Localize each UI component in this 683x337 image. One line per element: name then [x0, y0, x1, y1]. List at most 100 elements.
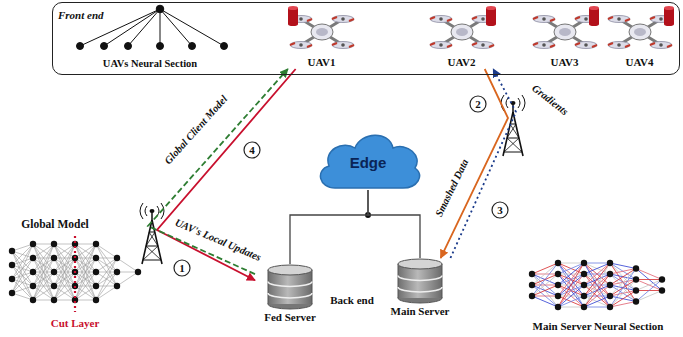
network-link: [558, 296, 584, 307]
drone-figure-part: [439, 43, 443, 47]
database-figure: [268, 265, 312, 309]
drone-figure-part: [617, 43, 621, 47]
drone-figure-part: [650, 42, 672, 49]
network-link: [33, 244, 54, 258]
uav-node-part: [530, 5, 600, 55]
edge-label: Global Client Model: [162, 93, 230, 166]
callout-circles-part: [470, 96, 486, 112]
drone-figure-part: [332, 43, 354, 47]
database-figure-part: [268, 270, 269, 304]
drone-figure-part: [439, 17, 443, 21]
network-link: [584, 263, 610, 285]
database-figure-part: [398, 287, 442, 292]
network-neuron: [581, 282, 587, 288]
callout-circles-part: [492, 202, 508, 218]
callout-number: 4: [249, 144, 255, 156]
network-link: [532, 263, 558, 296]
drone-figure-part: [659, 43, 663, 47]
network-link: [610, 269, 636, 308]
drone-figure-part: [288, 6, 298, 10]
network-link: [610, 263, 636, 291]
network-neuron: [30, 283, 36, 289]
network-neuron: [9, 276, 15, 282]
cut-layer-label: Cut Layer: [51, 317, 100, 329]
callout-circles-part: [244, 142, 260, 158]
network-link: [12, 272, 33, 293]
network-neuron: [9, 248, 15, 254]
network-neuron: [529, 293, 535, 299]
drone-figure-part: [533, 16, 555, 23]
network-link: [54, 244, 75, 258]
network-link: [558, 263, 584, 285]
network-neuron: [30, 255, 36, 261]
network-neuron: [51, 269, 57, 275]
cloud-shape: [320, 135, 419, 188]
callout-number: 1: [179, 262, 185, 274]
drone-figure-part: [589, 8, 599, 24]
uav-neural-tree-part: [221, 43, 228, 50]
edge-cloud: Edge: [313, 126, 423, 190]
drone-figure-part: [659, 17, 663, 21]
network-neuron: [555, 271, 561, 277]
network-link: [636, 280, 662, 291]
network-link: [636, 280, 662, 291]
drone-figure-part: [664, 8, 674, 24]
database-figure-part: [442, 264, 443, 298]
drone-figure-part: [608, 43, 630, 47]
network-link: [532, 296, 558, 307]
node-label: UAV1: [308, 55, 336, 69]
network-link: [12, 265, 33, 300]
drone-figure-part: [589, 22, 599, 26]
uav-node-part: [287, 5, 357, 55]
network-link: [12, 286, 33, 293]
network-link: [636, 280, 662, 302]
section-label: UAVs Neural Section: [103, 58, 197, 70]
connector: [441, 69, 508, 258]
network-neuron: [633, 287, 639, 293]
drone-figure-part: [554, 24, 576, 40]
network-link: [584, 307, 610, 308]
network-link: [96, 286, 117, 300]
drone-figure-part: [533, 42, 555, 49]
network-neuron: [93, 269, 99, 275]
network-link: [584, 285, 610, 307]
drone-figure-part: [575, 43, 597, 47]
uav-node-part: [427, 5, 497, 55]
network-neuron: [51, 255, 57, 261]
drone-figure-part: [341, 43, 345, 47]
drone-figure-part: [542, 43, 546, 47]
network-link: [558, 285, 584, 307]
network-link: [558, 263, 584, 285]
drone-figure: [430, 6, 496, 49]
drone-figure-part: [629, 24, 651, 40]
network-link: [610, 291, 636, 308]
network-link: [558, 263, 584, 264]
drone-figure-part: [288, 8, 298, 24]
network-link: [532, 274, 558, 296]
main-server-network: [529, 260, 665, 310]
drone-figure-part: [608, 17, 630, 21]
network-link: [54, 244, 75, 286]
main-server-database-part: [390, 258, 450, 304]
network-neuron: [51, 297, 57, 303]
network-neuron: [633, 276, 639, 282]
drone-figure-part: [608, 16, 630, 23]
uav-neural-tree-part: [160, 9, 224, 46]
drone-figure-part: [533, 17, 555, 21]
drone-figure: [288, 6, 354, 49]
network-link: [584, 263, 610, 307]
connector: [290, 190, 368, 264]
connector: [148, 69, 288, 274]
network-link: [610, 302, 636, 308]
network-link: [584, 263, 610, 264]
drone-figure-part: [608, 42, 630, 49]
database-figure-part: [268, 282, 312, 287]
network-neuron: [555, 282, 561, 288]
node-label: UAV2: [448, 55, 476, 69]
network-link: [96, 258, 117, 272]
network-link: [33, 258, 54, 300]
drone-figure-part: [617, 17, 621, 21]
network-link: [33, 286, 54, 300]
drone-figure-part: [430, 42, 452, 49]
